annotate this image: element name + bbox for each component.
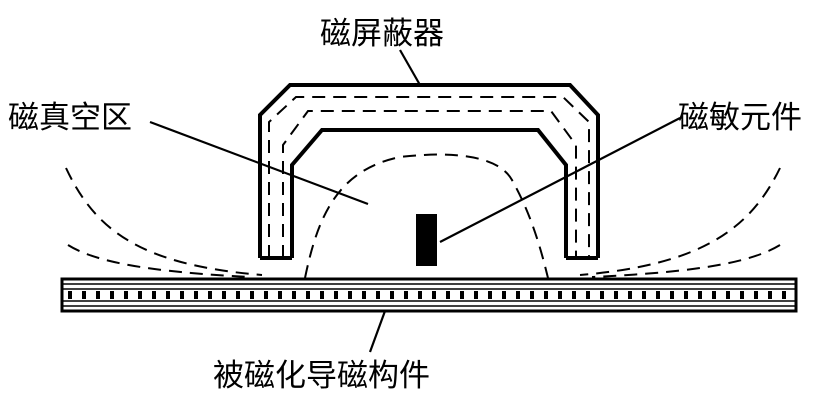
leader-conductor bbox=[368, 310, 387, 353]
field-line-inner-dome bbox=[304, 153, 549, 279]
magnetic-shield bbox=[258, 83, 600, 260]
shield-outer-wall bbox=[258, 83, 600, 258]
shield-dash-outer bbox=[268, 96, 590, 258]
shield-internal-field bbox=[268, 96, 590, 258]
conductor-ticks bbox=[68, 291, 786, 299]
field-line-left-outer bbox=[65, 167, 263, 276]
shield-dash-inner bbox=[282, 110, 577, 258]
field-line-left-inner bbox=[67, 244, 251, 278]
shield-inner-wall bbox=[290, 128, 568, 258]
label-sensor: 磁敏元件 bbox=[678, 100, 802, 136]
field-line-right-outer bbox=[579, 167, 781, 276]
leader-lines bbox=[149, 49, 681, 353]
label-vacuum-zone: 磁真空区 bbox=[8, 100, 132, 136]
leader-sensor bbox=[439, 117, 681, 243]
field-line-right-inner bbox=[591, 244, 781, 278]
label-shield: 磁屏蔽器 bbox=[320, 16, 444, 52]
field-lines bbox=[65, 153, 781, 279]
leader-shield bbox=[399, 49, 421, 86]
conductor-hatch bbox=[62, 283, 796, 307]
conductor-bar bbox=[60, 277, 798, 313]
magnetic-sensor-element bbox=[416, 214, 437, 266]
leader-vacuum-zone bbox=[149, 120, 369, 206]
label-conductor: 被磁化导磁构件 bbox=[213, 358, 430, 394]
